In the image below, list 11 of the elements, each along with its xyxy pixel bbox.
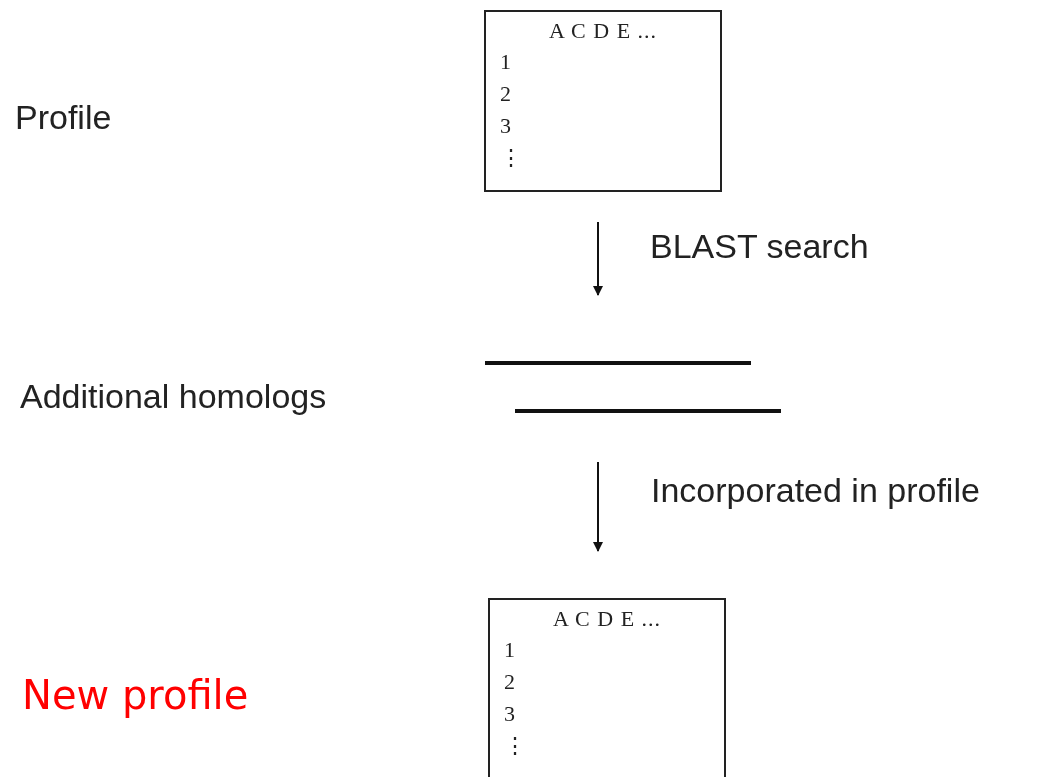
arrow	[593, 461, 603, 552]
column-header: A C D E ...	[551, 606, 663, 632]
profile-matrix	[488, 598, 726, 777]
row-numbers: 1 2 3 ⋮	[500, 48, 511, 172]
side-label: Profile	[15, 97, 112, 137]
arrow	[593, 221, 603, 296]
profile-matrix	[484, 10, 722, 192]
side-label: New profile	[22, 672, 249, 718]
column-header: A C D E ...	[547, 18, 659, 44]
side-label: Additional homologs	[20, 376, 327, 416]
row-numbers: 1 2 3 ⋮	[504, 636, 515, 760]
